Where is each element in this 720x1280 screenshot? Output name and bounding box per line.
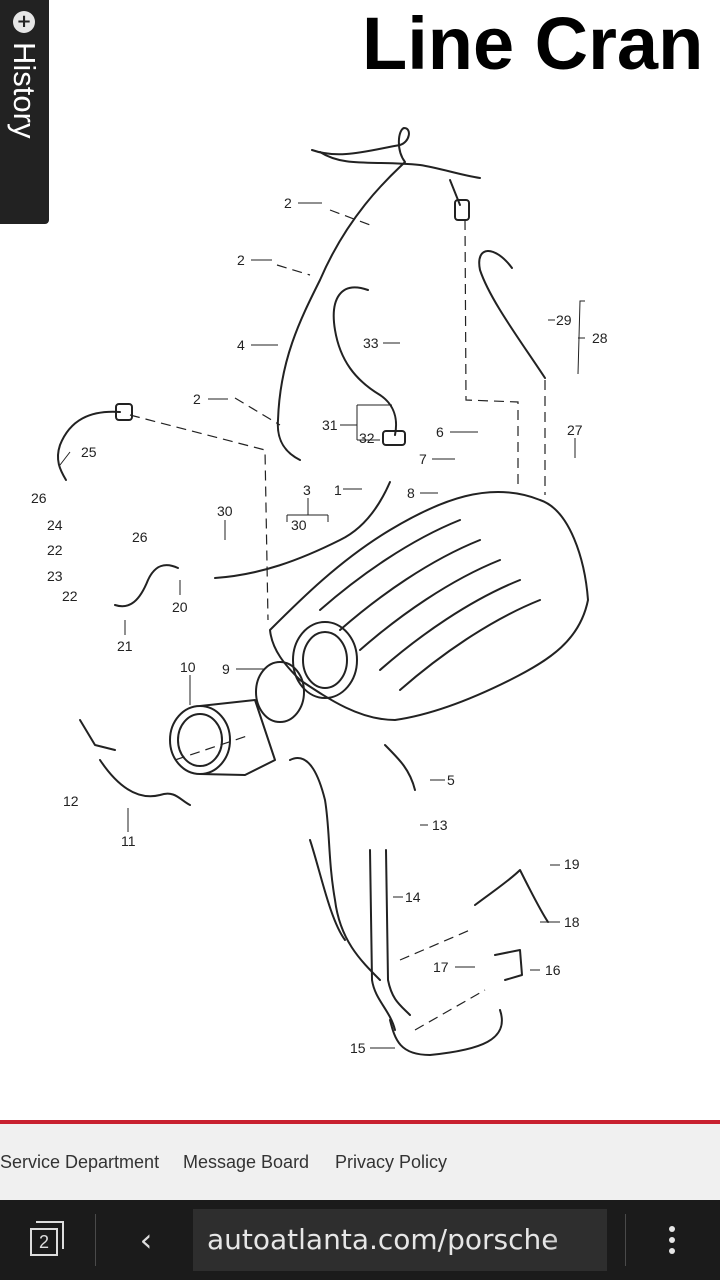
diagram-label: 16: [545, 962, 561, 978]
diagram-label: 3: [303, 482, 311, 498]
diagram-label: 2: [193, 391, 201, 407]
diagram-label: 32: [359, 430, 375, 446]
diagram-label: 22: [47, 542, 63, 558]
diagram-label: 33: [363, 335, 379, 351]
diagram-label: 15: [350, 1040, 366, 1056]
diagram-label: 2: [237, 252, 245, 268]
footer-link-message-board[interactable]: Message Board: [183, 1152, 310, 1172]
diagram-label: 26: [31, 490, 47, 506]
footer-link-service-department[interactable]: Service Department: [0, 1152, 160, 1172]
diagram-label: 13: [432, 817, 448, 833]
toolbar-divider: [95, 1214, 96, 1266]
diagram-label: 20: [172, 599, 188, 615]
footer-bar: Service Department Message Board Privacy…: [0, 1120, 720, 1202]
plus-circle-icon: +: [13, 11, 35, 33]
tabs-icon[interactable]: 2: [22, 1218, 72, 1264]
diagram-label: 12: [63, 793, 79, 809]
diagram-label: 25: [81, 444, 97, 460]
diagram-label: 2: [284, 195, 292, 211]
diagram-label: 24: [47, 517, 63, 533]
menu-dot: [669, 1237, 675, 1243]
history-label: History: [7, 42, 42, 139]
diagram-label: 10: [180, 659, 196, 675]
diagram-label: 22: [62, 588, 78, 604]
menu-dot: [669, 1248, 675, 1254]
diagram-label: 28: [592, 330, 608, 346]
diagram-label: 30: [291, 517, 307, 533]
diagram-label: 30: [217, 503, 233, 519]
diagram-label: 14: [405, 889, 421, 905]
menu-dot: [669, 1226, 675, 1232]
diagram-label: 19: [564, 856, 580, 872]
page-headline: Line Cran: [362, 2, 704, 85]
diagram-label: 23: [47, 568, 63, 584]
diagram-label: 26: [132, 529, 148, 545]
diagram-label: 4: [237, 337, 245, 353]
diagram-label: 31: [322, 417, 338, 433]
more-vert-icon[interactable]: [660, 1222, 684, 1258]
footer-link-privacy-policy[interactable]: Privacy Policy: [335, 1152, 448, 1172]
diagram-label: 27: [567, 422, 583, 438]
diagram-label: 1: [334, 482, 342, 498]
browser-toolbar: 2 ‹ autoatlanta.com/porsche: [0, 1200, 720, 1280]
diagram-label: 9: [222, 661, 230, 677]
url-fade: [547, 1209, 607, 1271]
diagram-label: 5: [447, 772, 455, 788]
diagram-label: 6: [436, 424, 444, 440]
back-chevron-icon[interactable]: ‹: [139, 1221, 153, 1259]
url-text: autoatlanta.com/porsche: [207, 1223, 559, 1256]
diagram-label: 17: [433, 959, 449, 975]
history-tab[interactable]: + History: [0, 0, 49, 224]
tabs-stack-outline: [36, 1221, 64, 1249]
diagram-label: 11: [121, 833, 136, 849]
address-bar[interactable]: autoatlanta.com/porsche: [193, 1209, 607, 1271]
toolbar-divider: [625, 1214, 626, 1266]
diagram-label: 18: [564, 914, 580, 930]
parts-diagram: 1 2 2 2 3 4 5 6 7 8 9 10 11 12 13 14 15 …: [31, 127, 608, 1056]
tab-count: 2: [30, 1228, 58, 1256]
diagram-label: 21: [117, 638, 133, 654]
diagram-label: 29: [556, 312, 572, 328]
diagram-label: 7: [419, 451, 427, 467]
diagram-label: 8: [407, 485, 415, 501]
